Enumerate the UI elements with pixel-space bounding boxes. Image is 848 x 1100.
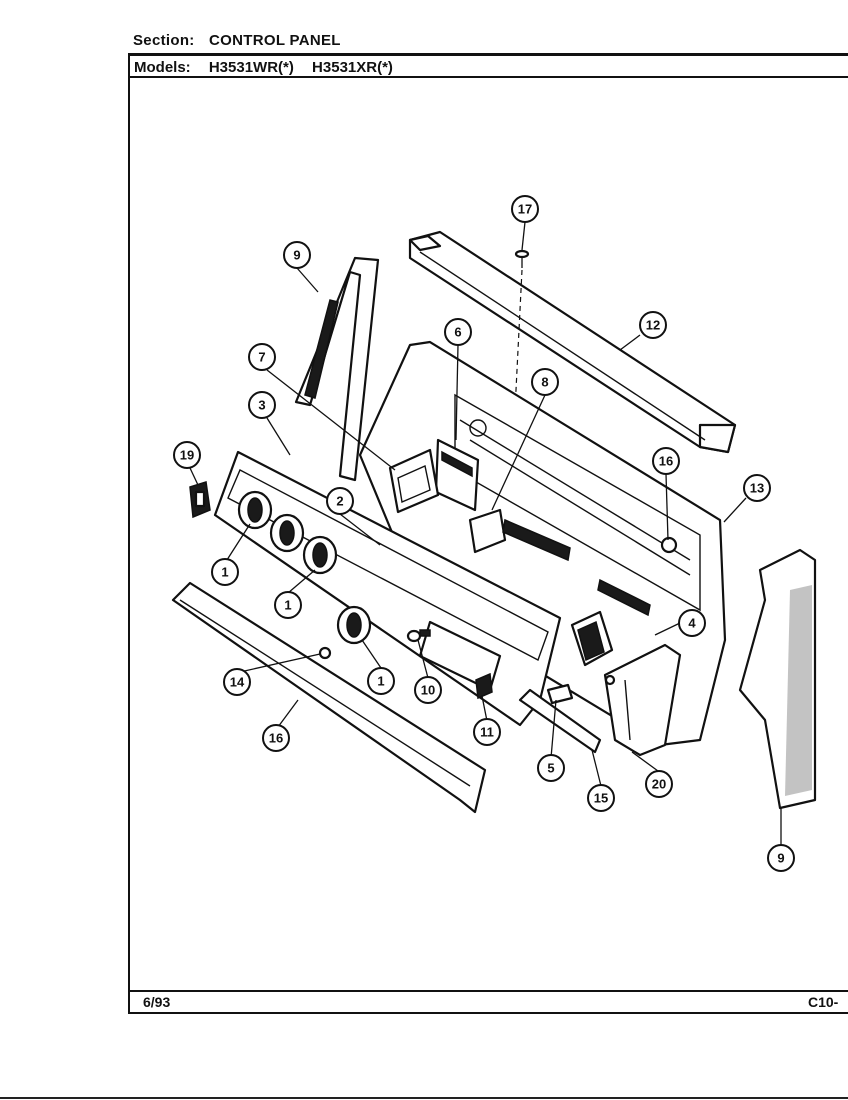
callout-9-lower: 9 [767, 844, 795, 872]
switch-part-8 [468, 508, 571, 562]
callout-label: 1 [221, 565, 228, 580]
callout-2: 2 [326, 487, 354, 515]
footer-date: 6/93 [143, 994, 171, 1010]
callout-16-lower: 16 [262, 724, 290, 752]
callout-label: 5 [547, 761, 554, 776]
callout-14: 14 [223, 668, 251, 696]
callout-8: 8 [531, 368, 559, 396]
callout-3: 3 [248, 391, 276, 419]
models-rule [128, 76, 848, 78]
callout-label: 10 [421, 683, 435, 698]
selector-switch-part-11 [475, 672, 493, 700]
callout-1-c: 1 [367, 667, 395, 695]
knob-part-1c [302, 535, 338, 575]
callout-6: 6 [444, 318, 472, 346]
trim-strip-part-15 [518, 688, 602, 754]
callout-label: 6 [454, 325, 461, 340]
footer-page-number: C10- [808, 994, 839, 1010]
callout-9-upper: 9 [283, 241, 311, 269]
callout-label: 7 [258, 350, 265, 365]
side-trim-part-9-right [738, 548, 817, 810]
section-value: CONTROL PANEL [209, 32, 341, 49]
callout-label: 2 [336, 494, 343, 509]
callout-label: 19 [180, 448, 194, 463]
callout-label: 12 [646, 318, 660, 333]
callout-7: 7 [248, 343, 276, 371]
footer-rule [128, 990, 848, 992]
knob-part-1d [336, 605, 372, 645]
knob-part-1b [269, 513, 305, 553]
header-rule [128, 53, 848, 56]
top-rail-part-12 [408, 230, 737, 454]
callout-label: 3 [258, 398, 265, 413]
callout-label: 8 [541, 375, 548, 390]
callout-1-a: 1 [211, 558, 239, 586]
callout-label: 13 [750, 481, 764, 496]
callout-20: 20 [645, 770, 673, 798]
clip-part-5 [546, 683, 574, 705]
callout-label: 17 [518, 202, 532, 217]
callout-label: 1 [377, 674, 384, 689]
callout-label: 16 [269, 731, 283, 746]
callout-label: 15 [594, 791, 608, 806]
callout-16-upper: 16 [652, 447, 680, 475]
trim-strip-part-18 [171, 581, 487, 814]
callout-label: 1 [284, 598, 291, 613]
section-header: Section: CONTROL PANEL [133, 32, 341, 49]
models-label: Models: [134, 59, 191, 76]
side-trim-part-9-left [294, 256, 380, 482]
callout-label: 9 [293, 248, 300, 263]
callout-17: 17 [511, 195, 539, 223]
callout-label: 11 [480, 725, 494, 740]
timer-part-6 [434, 438, 480, 512]
model-number-2: H3531XR(*) [312, 59, 393, 76]
callout-1-b: 1 [274, 591, 302, 619]
callout-label: 16 [659, 454, 673, 469]
callout-leaders [189, 221, 782, 845]
callout-12: 12 [639, 311, 667, 339]
callout-label: 4 [688, 616, 696, 631]
page-bottom-rule [0, 1097, 848, 1099]
push-switch-part-10 [406, 629, 431, 643]
indicator-light-part-19 [189, 481, 211, 519]
callout-19: 19 [173, 441, 201, 469]
callout-label: 14 [230, 675, 245, 690]
model-number-1: H3531WR(*) [208, 59, 294, 76]
knob-part-1a [237, 490, 273, 530]
models-header: Models: H3531WR(*) H3531XR(*) [134, 59, 393, 76]
callout-label: 9 [777, 851, 784, 866]
callout-13: 13 [743, 474, 771, 502]
control-panel-part-3 [213, 450, 562, 727]
callout-4: 4 [678, 609, 706, 637]
callout-10: 10 [414, 676, 442, 704]
callout-label: 20 [652, 777, 666, 792]
diagram-frame [128, 56, 848, 1014]
callout-15: 15 [587, 784, 615, 812]
callout-11: 11 [473, 718, 501, 746]
bracket-part-4 [570, 610, 614, 667]
section-label: Section: [133, 32, 195, 49]
relay-part-7 [388, 448, 440, 514]
side-bracket-part-20 [603, 643, 682, 757]
screw-part-17 [514, 249, 530, 411]
callout-5: 5 [537, 754, 565, 782]
